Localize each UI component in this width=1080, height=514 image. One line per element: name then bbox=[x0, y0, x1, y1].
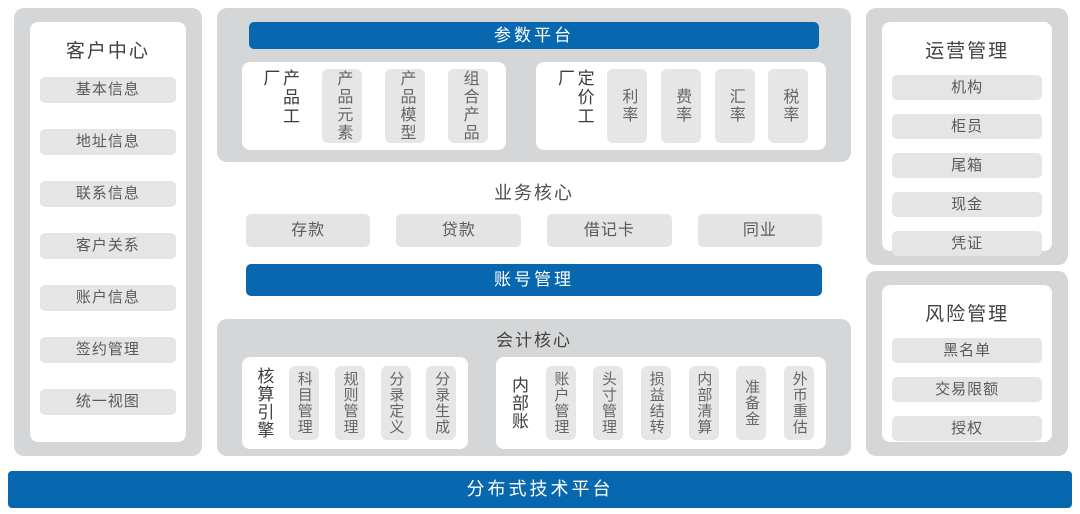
module-rule-mgmt: 规则管理 bbox=[334, 366, 365, 440]
customer-center-list: 基本信息 地址信息 联系信息 客户关系 账户信息 签约管理 统一视图 bbox=[30, 67, 186, 442]
parameter-platform-header: 参数平台 bbox=[248, 22, 820, 49]
module-product-model: 产品模型 bbox=[385, 69, 426, 143]
module-loan: 贷款 bbox=[396, 214, 522, 247]
module-transaction-limit: 交易限额 bbox=[892, 377, 1042, 402]
module-exchange-rate: 汇率 bbox=[714, 69, 755, 143]
module-authorization: 授权 bbox=[892, 416, 1042, 441]
module-pl-carryover: 损益结转 bbox=[641, 366, 672, 440]
internal-account-group: 内部账 账户管理 头寸管理 损益结转 内部清算 准备金 外币重估 bbox=[496, 357, 827, 449]
module-basic-info: 基本信息 bbox=[40, 77, 176, 103]
customer-center-title: 客户中心 bbox=[65, 41, 150, 62]
module-institution: 机构 bbox=[892, 75, 1042, 100]
accounting-core-container: 会计核心 核算引擎 科目管理 规则管理 分录定义 分录生成 内部账 账户管理 头… bbox=[216, 319, 852, 456]
module-blacklist: 黑名单 bbox=[892, 338, 1042, 363]
business-core-title: 业务核心 bbox=[494, 183, 575, 203]
internal-account-label: 内部账 bbox=[509, 376, 528, 430]
module-position-mgmt: 头寸管理 bbox=[593, 366, 624, 440]
operations-title: 运营管理 bbox=[925, 41, 1010, 62]
parameter-platform-groups: 产品工厂 产品元素 产品模型 组合产品 定价工厂 利率 费率 汇率 税率 bbox=[241, 62, 827, 150]
risk-inner: 风险管理 黑名单 交易限额 授权 bbox=[882, 285, 1052, 442]
risk-list: 黑名单 交易限额 授权 bbox=[882, 330, 1052, 459]
parameter-platform-container: 参数平台 产品工厂 产品元素 产品模型 组合产品 定价工厂 利率 费率 汇率 税… bbox=[216, 8, 852, 162]
module-deposit: 存款 bbox=[245, 214, 371, 247]
business-core-section: 业务核心 存款 贷款 借记卡 同业 bbox=[217, 183, 851, 247]
accounting-core-groups: 核算引擎 科目管理 规则管理 分录定义 分录生成 内部账 账户管理 头寸管理 损… bbox=[241, 357, 827, 449]
module-product-element: 产品元素 bbox=[322, 69, 363, 143]
module-internal-clearing: 内部清算 bbox=[688, 366, 719, 440]
right-column: 运营管理 机构 柜员 尾箱 现金 凭证 风险管理 黑名单 交易限额 bbox=[866, 8, 1068, 456]
main-row: 客户中心 基本信息 地址信息 联系信息 客户关系 账户信息 签约管理 统一视图 … bbox=[14, 8, 1068, 456]
accounting-engine-group: 核算引擎 科目管理 规则管理 分录定义 分录生成 bbox=[241, 357, 469, 449]
pricing-factory-label: 定价工厂 bbox=[555, 69, 594, 126]
module-debit-card: 借记卡 bbox=[547, 214, 672, 247]
module-address-info: 地址信息 bbox=[40, 129, 176, 155]
middle-column: 参数平台 产品工厂 产品元素 产品模型 组合产品 定价工厂 利率 费率 汇率 税… bbox=[216, 8, 852, 456]
module-contract-mgmt: 签约管理 bbox=[40, 337, 176, 363]
module-teller: 柜员 bbox=[892, 114, 1042, 139]
module-fx-revaluation: 外币重估 bbox=[784, 366, 815, 440]
risk-panel: 风险管理 黑名单 交易限额 授权 bbox=[866, 271, 1068, 456]
module-account-info: 账户信息 bbox=[40, 285, 176, 311]
module-interbank: 同业 bbox=[697, 214, 823, 247]
module-reserve: 准备金 bbox=[736, 366, 767, 440]
account-management-bar: 账号管理 bbox=[245, 264, 823, 296]
module-contact-info: 联系信息 bbox=[40, 181, 176, 207]
distributed-platform-bar: 分布式技术平台 bbox=[8, 471, 1072, 508]
accounting-core-title: 会计核心 bbox=[496, 331, 573, 350]
operations-list: 机构 柜员 尾箱 现金 凭证 bbox=[882, 67, 1052, 274]
operations-panel: 运营管理 机构 柜员 尾箱 现金 凭证 bbox=[866, 8, 1068, 265]
module-entry-generation: 分录生成 bbox=[426, 366, 457, 440]
module-subject-mgmt: 科目管理 bbox=[289, 366, 320, 440]
module-customer-relation: 客户关系 bbox=[40, 233, 176, 259]
product-factory-group: 产品工厂 产品元素 产品模型 组合产品 bbox=[241, 62, 507, 150]
module-voucher: 凭证 bbox=[892, 231, 1042, 256]
module-cash: 现金 bbox=[892, 192, 1042, 217]
module-account-mgmt: 账户管理 bbox=[545, 366, 576, 440]
customer-center-inner: 客户中心 基本信息 地址信息 联系信息 客户关系 账户信息 签约管理 统一视图 bbox=[30, 22, 186, 442]
module-entry-definition: 分录定义 bbox=[380, 366, 411, 440]
business-core-modules: 存款 贷款 借记卡 同业 bbox=[245, 214, 823, 247]
module-unified-view: 统一视图 bbox=[40, 389, 176, 415]
product-factory-label: 产品工厂 bbox=[260, 69, 299, 126]
module-cash-box: 尾箱 bbox=[892, 153, 1042, 178]
pricing-factory-group: 定价工厂 利率 费率 汇率 税率 bbox=[536, 62, 827, 150]
operations-inner: 运营管理 机构 柜员 尾箱 现金 凭证 bbox=[882, 22, 1052, 256]
risk-title: 风险管理 bbox=[925, 304, 1010, 325]
module-interest-rate: 利率 bbox=[607, 69, 648, 143]
module-tax-rate: 税率 bbox=[768, 69, 809, 143]
module-composite-product: 组合产品 bbox=[448, 69, 489, 143]
customer-center-panel: 客户中心 基本信息 地址信息 联系信息 客户关系 账户信息 签约管理 统一视图 bbox=[14, 8, 202, 456]
module-fee-rate: 费率 bbox=[660, 69, 701, 143]
accounting-engine-label: 核算引擎 bbox=[254, 367, 274, 439]
